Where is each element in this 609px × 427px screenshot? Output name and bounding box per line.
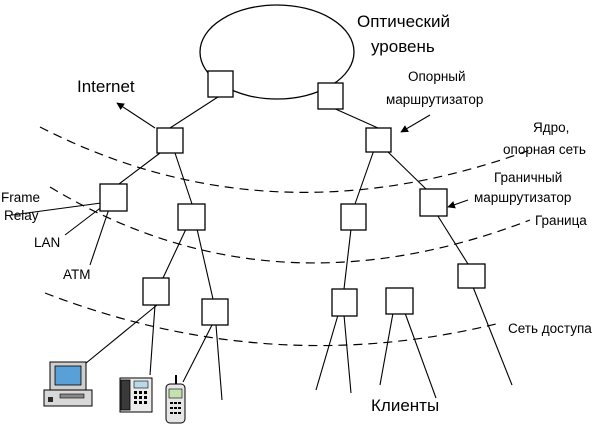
access-network-label: Сеть доступа (508, 321, 592, 336)
optical-label-line1: Оптический (357, 12, 450, 31)
clients-label: Клиенты (371, 396, 439, 415)
optical-ring (199, 4, 355, 100)
edge-router-label-line2: маршрутизатор (474, 190, 571, 205)
internet-arrow (116, 102, 156, 129)
backbone-router-arrow (400, 114, 431, 133)
router-access-4 (385, 287, 414, 315)
router-edge-right (340, 203, 367, 231)
router-edge-mid (177, 203, 206, 231)
router-optical-right (317, 82, 344, 110)
router-nodes (99, 70, 486, 326)
edge-boundary-line (49, 186, 531, 264)
router-access-1 (142, 277, 170, 306)
core-label-line1: Ядро, (533, 120, 569, 135)
edge-router-label-line1: Граничный (494, 170, 562, 185)
router-edge-far (419, 188, 448, 217)
optical-label-line2: уровень (371, 37, 435, 56)
frame-relay-label-line2: Relay (4, 208, 39, 223)
router-access-2 (201, 298, 229, 326)
frame-relay-label-line1: Frame (1, 190, 40, 205)
border-label: Граница (535, 213, 587, 228)
network-links (11, 94, 513, 401)
router-core-left (156, 127, 184, 154)
router-access-5 (457, 263, 486, 289)
router-core-right (365, 127, 392, 153)
router-access-3 (331, 288, 358, 317)
router-edge-left (99, 183, 128, 212)
atm-label: ATM (63, 267, 91, 282)
internet-label: Internet (77, 77, 135, 96)
desk-phone-icon (119, 377, 153, 413)
computer-icon (43, 361, 93, 407)
core-boundary-line (39, 126, 531, 193)
backbone-router-label-line1: Опорный (408, 69, 466, 84)
mobile-phone-icon (165, 375, 186, 424)
edge-router-arrow (447, 199, 469, 209)
access-boundary-line (44, 292, 501, 347)
router-optical-left (207, 70, 234, 98)
core-label-line2: опорная сеть (503, 142, 586, 157)
backbone-router-label-line2: маршрутизатор (386, 92, 483, 107)
lan-label: LAN (34, 235, 60, 250)
